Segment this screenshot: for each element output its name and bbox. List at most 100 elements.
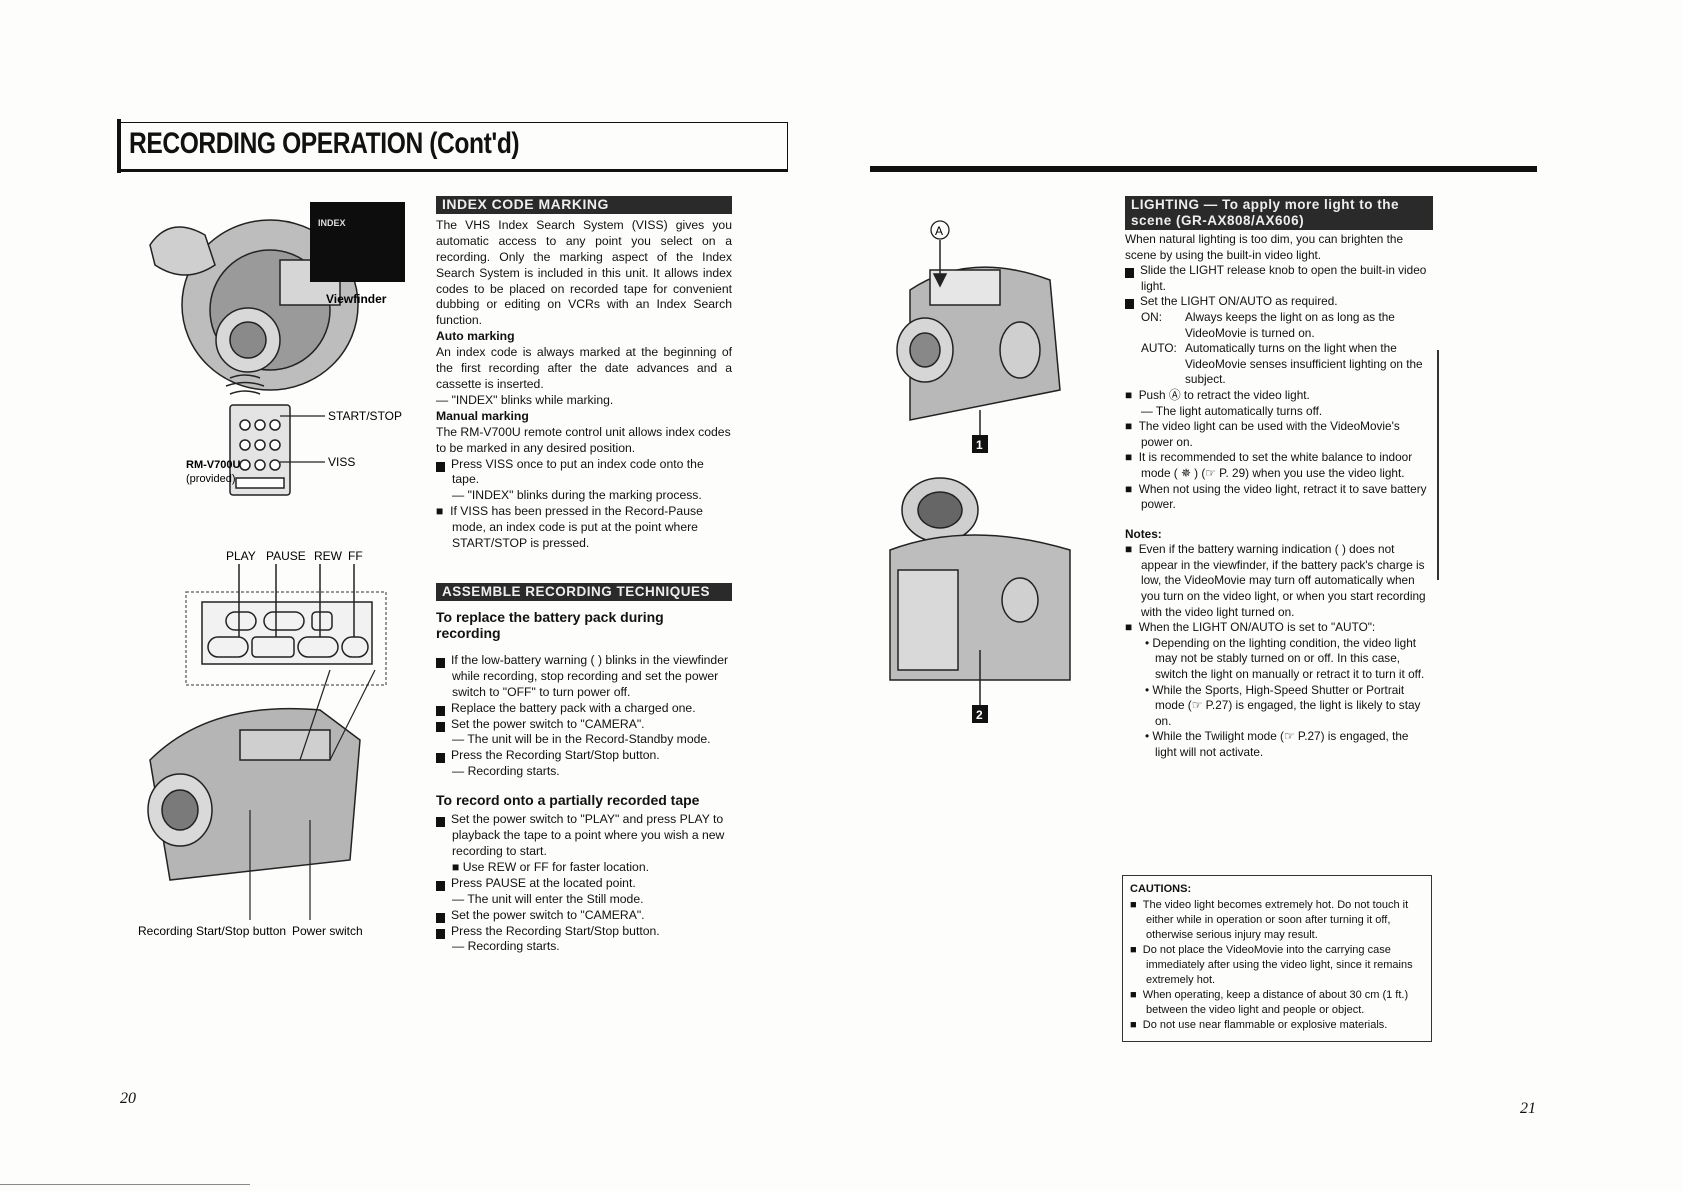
bullet-icon: ■ bbox=[452, 859, 463, 874]
ff-label: FF bbox=[348, 549, 363, 563]
camcorder-side-illustration bbox=[147, 669, 376, 920]
indoor-bullet: ■ It is recommended to set the white bal… bbox=[1125, 450, 1413, 480]
lighting-heading-line-1: LIGHTING — To apply more light to the bbox=[1131, 197, 1399, 212]
viewfinder-label: Viewfinder bbox=[326, 292, 387, 306]
bullet-icon: ■ bbox=[1130, 989, 1143, 1001]
right-page: A 1 2 LIGHTING — To apply more light to … bbox=[840, 0, 1683, 1191]
step-4-marker: 4 bbox=[430, 928, 445, 939]
note-1: ■ Even if the battery warning indication… bbox=[1125, 542, 1426, 619]
step-1-marker: 1 bbox=[1119, 268, 1134, 279]
right-page-number: 21 bbox=[1520, 1100, 1536, 1117]
step-2-marker: 2 bbox=[430, 880, 445, 891]
step-2-box bbox=[972, 705, 988, 723]
auto-marking-text: An index code is always marked at the be… bbox=[436, 345, 732, 391]
auto-text: Automatically turns on the light when th… bbox=[1185, 341, 1423, 387]
pause-label: PAUSE bbox=[266, 549, 306, 563]
viss-label: VISS bbox=[328, 455, 355, 469]
lighting-intro: When natural lighting is too dim, you ca… bbox=[1125, 232, 1404, 262]
bullet-icon: ■ bbox=[1125, 620, 1139, 635]
cautions-heading: CAUTIONS: bbox=[1130, 883, 1192, 895]
index-section: INDEX CODE MARKING The VHS Index Search … bbox=[430, 196, 732, 552]
bottom-scan-line bbox=[0, 1184, 250, 1185]
partial-step-2-note: — The unit will enter the Still mode. bbox=[452, 891, 644, 906]
battery-step-4-note: — Recording starts. bbox=[452, 764, 560, 779]
step-1-label: 1 bbox=[976, 438, 983, 452]
step-2-marker: 2 bbox=[1119, 299, 1134, 310]
viewfinder-screen bbox=[310, 202, 405, 282]
bullet-icon: ■ bbox=[436, 504, 451, 519]
auto-option: AUTO: Automatically turns on the light w… bbox=[1125, 341, 1433, 388]
bullet-icon: ■ bbox=[1125, 450, 1139, 465]
dot-icon: • bbox=[1145, 635, 1153, 650]
callout-a-icon bbox=[930, 220, 950, 240]
step-2-label: 2 bbox=[976, 708, 983, 722]
push-note: — The light automatically turns off. bbox=[1141, 403, 1323, 418]
left-figures: INDEX Viewfinder START/STOP VISS RM-V700… bbox=[138, 202, 405, 938]
camcorder-open-illustration bbox=[889, 477, 1071, 705]
camcorder-light-illustration bbox=[896, 240, 1061, 435]
note-2c: • While the Twilight mode (☞ P.27) is en… bbox=[1145, 729, 1409, 759]
dot-icon: • bbox=[1145, 682, 1153, 697]
index-heading: INDEX CODE MARKING bbox=[436, 196, 732, 214]
manual-marking-text: The RM-V700U remote control unit allows … bbox=[436, 424, 731, 455]
auto-label: AUTO: bbox=[1141, 341, 1177, 356]
bullet-icon: ■ bbox=[1130, 944, 1143, 956]
step-1-marker: 1 bbox=[430, 461, 445, 472]
manual-marking-heading: Manual marking bbox=[436, 408, 529, 423]
on-option: ON: Always keeps the light on as long as… bbox=[1125, 310, 1433, 341]
on-label: ON: bbox=[1141, 309, 1162, 324]
step-1-marker: 1 bbox=[430, 657, 445, 668]
index-step-1-note: — "INDEX" blinks during the marking proc… bbox=[452, 488, 702, 503]
bullet-icon: ■ bbox=[1130, 899, 1143, 911]
bullet-icon: ■ bbox=[1125, 387, 1139, 402]
step-1-box bbox=[972, 435, 988, 453]
on-text: Always keeps the light on as long as the… bbox=[1185, 309, 1395, 340]
top-rule bbox=[870, 166, 1537, 172]
remote-model-label: RM-V700U bbox=[186, 459, 240, 471]
push-bullet: ■ Push Ⓐ to retract the video light. bbox=[1125, 387, 1310, 402]
auto-marking-heading: Auto marking bbox=[436, 329, 515, 344]
caution-3: ■ When operating, keep a distance of abo… bbox=[1130, 989, 1409, 1016]
right-figures: A 1 2 bbox=[889, 220, 1071, 723]
lighting-section: LIGHTING — To apply more light to the sc… bbox=[1119, 196, 1433, 761]
assemble-section: ASSEMBLE RECORDING TECHNIQUES To replace… bbox=[430, 583, 732, 955]
bullet-icon: ■ bbox=[1125, 542, 1139, 557]
title-box: RECORDING OPERATION (Cont'd) bbox=[117, 119, 788, 173]
callout-a-label: A bbox=[935, 224, 943, 238]
caution-1: ■ The video light becomes extremely hot.… bbox=[1130, 899, 1409, 941]
caution-4: ■ Do not use near flammable or explosive… bbox=[1130, 1019, 1388, 1031]
page-title: RECORDING OPERATION (Cont'd) bbox=[129, 127, 520, 160]
title-left-rule bbox=[117, 119, 121, 173]
side-rule bbox=[1437, 350, 1439, 580]
left-page: RECORDING OPERATION (Cont'd) INDEX Viewf… bbox=[0, 0, 840, 1191]
step-4-marker: 4 bbox=[430, 753, 445, 764]
balance-bullet: ■ The video light can be used with the V… bbox=[1125, 419, 1400, 449]
note-2: ■ When the LIGHT ON/AUTO is set to "AUTO… bbox=[1125, 620, 1376, 635]
step-3-marker: 3 bbox=[430, 721, 445, 732]
button-panel-illustration bbox=[185, 564, 387, 686]
partial-step-4-note: — Recording starts. bbox=[452, 939, 560, 954]
left-page-number: 20 bbox=[120, 1090, 136, 1107]
step-3-marker: 3 bbox=[430, 912, 445, 923]
remote-provided-label: (provided) bbox=[186, 473, 236, 485]
rew-label: REW bbox=[314, 549, 343, 563]
lighting-heading: LIGHTING — To apply more light to the sc… bbox=[1125, 196, 1433, 230]
auto-marking-note: — "INDEX" blinks while marking. bbox=[436, 392, 614, 407]
battery-step-3-note: — The unit will be in the Record-Standby… bbox=[452, 732, 711, 747]
start-stop-label: START/STOP bbox=[328, 409, 402, 423]
note-2a: • Depending on the lighting condition, t… bbox=[1145, 635, 1425, 682]
cautions-box: CAUTIONS: ■ The video light becomes extr… bbox=[1122, 875, 1432, 1042]
power-switch-label: Power switch bbox=[292, 924, 363, 938]
note-2b: • While the Sports, High-Speed Shutter o… bbox=[1145, 682, 1421, 728]
battery-heading: To replace the battery pack during recor… bbox=[436, 608, 664, 641]
